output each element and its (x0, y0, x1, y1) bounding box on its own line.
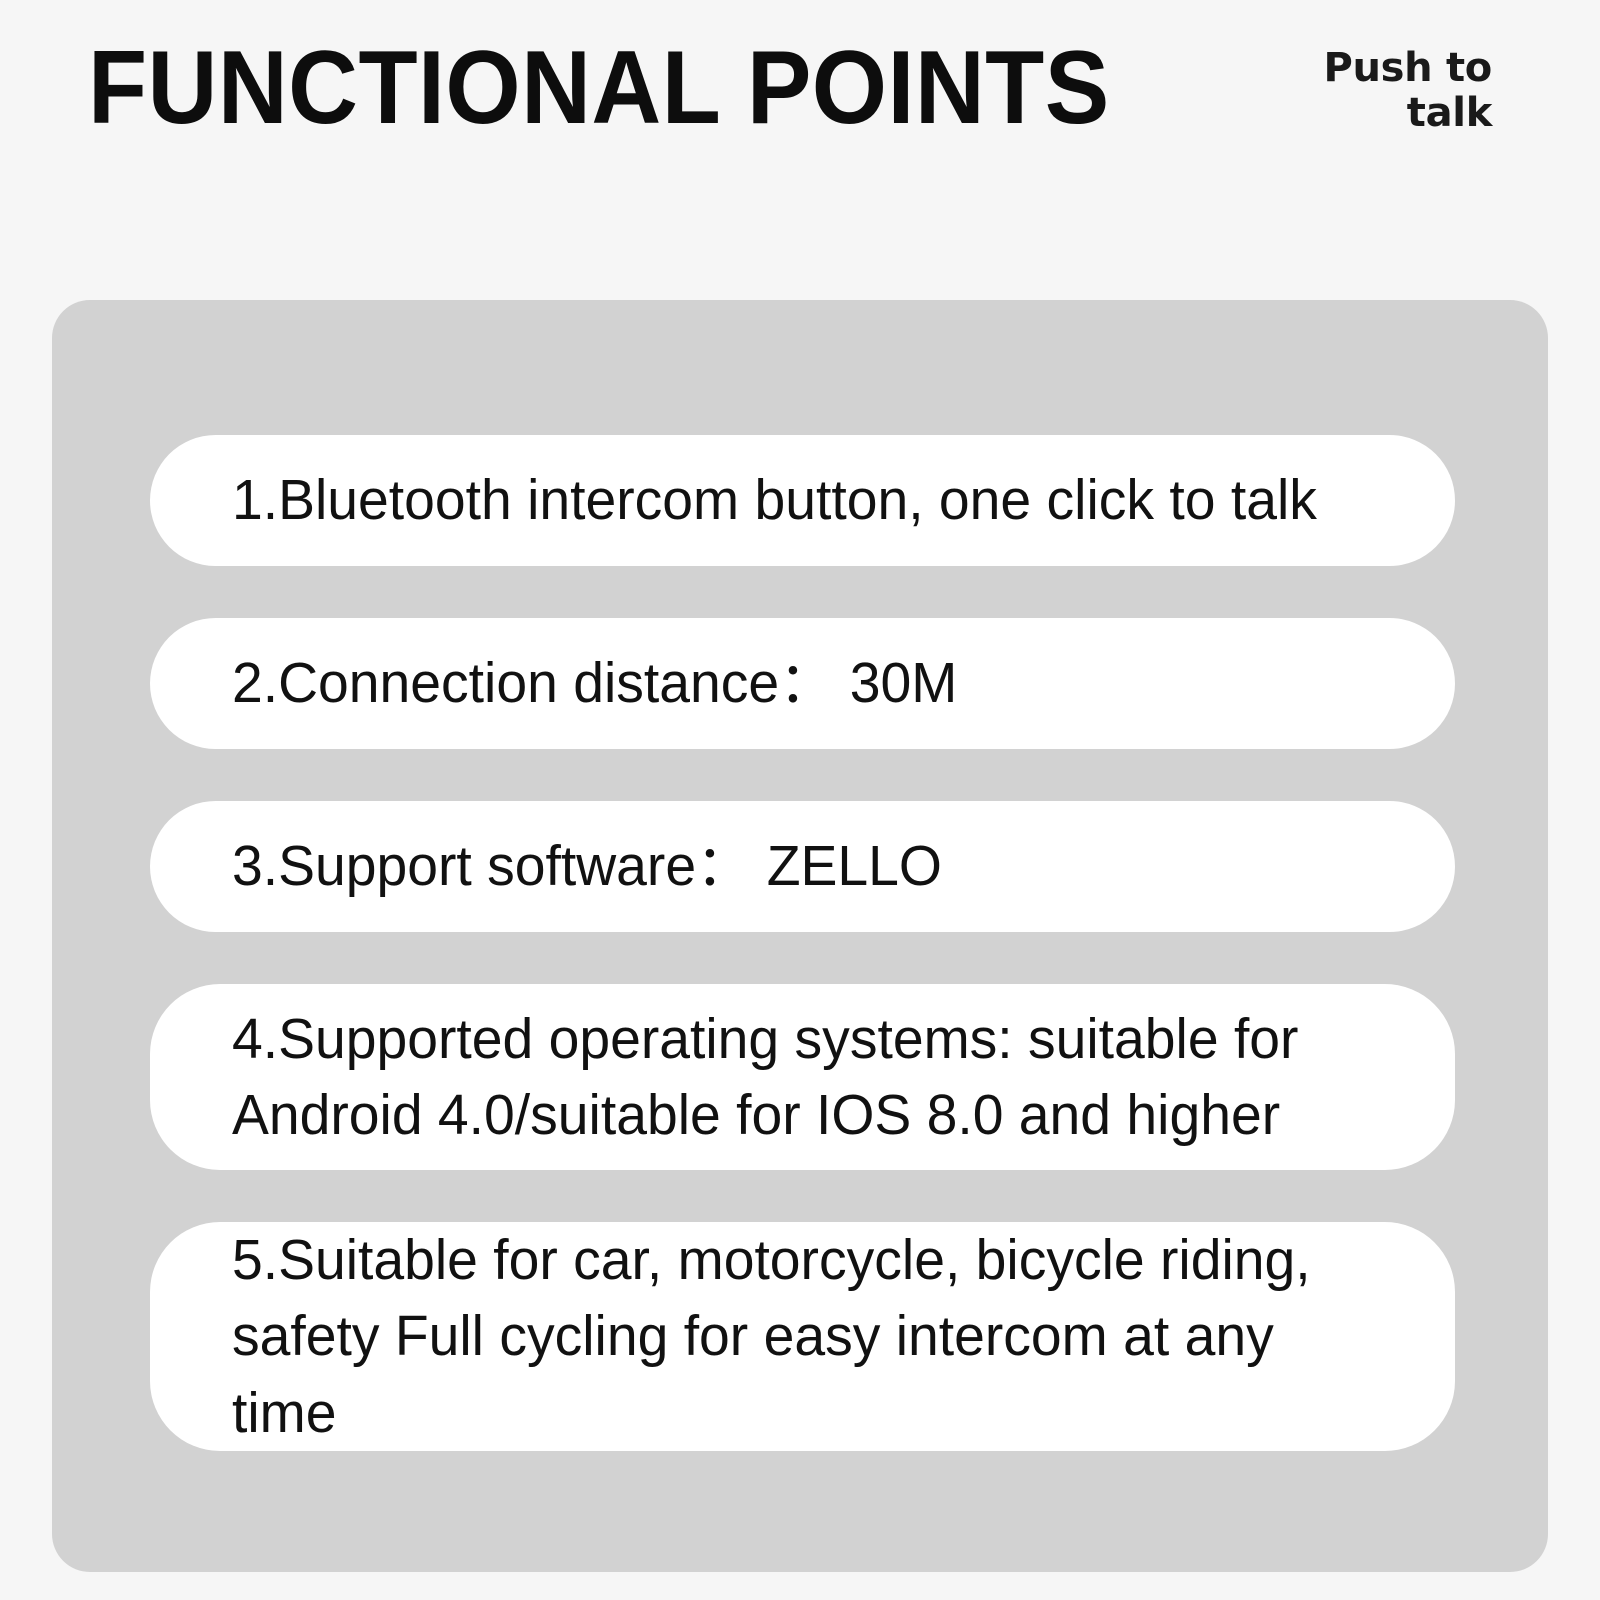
header: FUNCTIONAL POINTS Push to talk (0, 0, 1600, 300)
feature-card-list: 1.Bluetooth intercom button, one click t… (150, 435, 1455, 1452)
page-title: FUNCTIONAL POINTS (88, 30, 1110, 146)
list-item[interactable]: 4.Supported operating systems: suitable … (150, 984, 1455, 1170)
feature-text: 1.Bluetooth intercom button, one click t… (232, 468, 1317, 533)
list-item[interactable]: 2.Connection distance： 30M (150, 618, 1455, 749)
list-item[interactable]: 3.Support software： ZELLO (150, 801, 1455, 932)
feature-text: 3.Support software： ZELLO (232, 834, 942, 899)
feature-text: 2.Connection distance： 30M (232, 651, 958, 716)
list-item[interactable]: 5.Suitable for car, motorcycle, bicycle … (150, 1222, 1455, 1452)
list-item[interactable]: 1.Bluetooth intercom button, one click t… (150, 435, 1455, 566)
push-to-talk-label: Push to talk (1323, 45, 1492, 136)
features-panel: 1.Bluetooth intercom button, one click t… (52, 300, 1548, 1572)
feature-text: 4.Supported operating systems: suitable … (232, 1006, 1299, 1147)
feature-text: 5.Suitable for car, motorcycle, bicycle … (232, 1228, 1311, 1445)
